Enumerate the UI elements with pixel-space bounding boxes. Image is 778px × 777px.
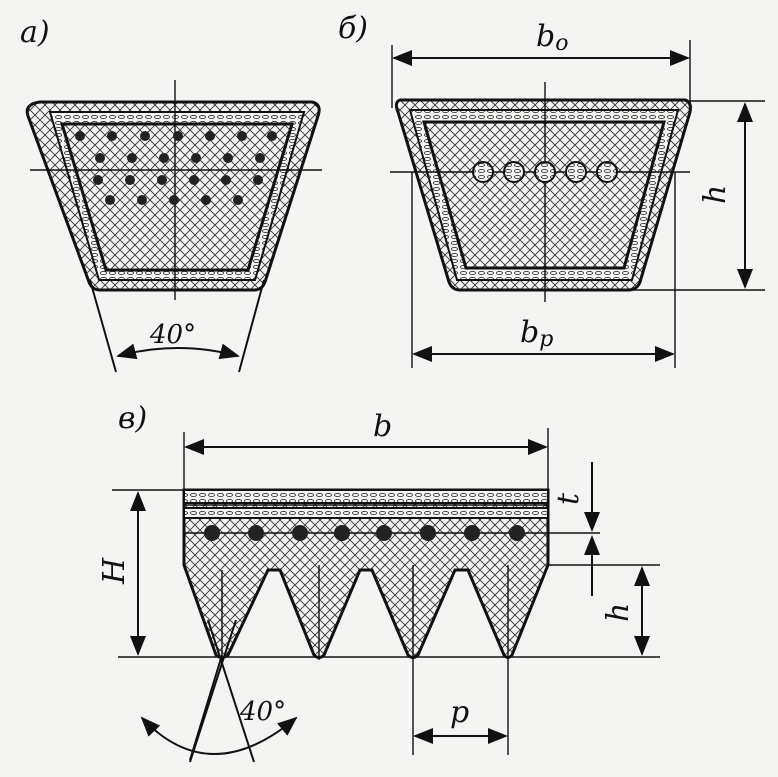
belt-a-cord-rows — [75, 131, 277, 205]
belt-v-mid-band — [183, 507, 549, 519]
angle-a-label: 40° — [149, 320, 196, 350]
section-a-classic-belt: 40° а) — [20, 15, 322, 373]
view-a-label: а) — [20, 15, 50, 50]
dim-H-label: H — [97, 557, 132, 585]
dim-p-label: p — [450, 695, 469, 730]
view-v-label: в) — [118, 401, 147, 436]
dim-b-label: b — [373, 409, 392, 444]
dim-h-b-label: h — [698, 185, 733, 204]
belt-v-cords — [204, 525, 525, 541]
section-v-ribbed-belt: b H t h p 40° в) — [97, 401, 660, 763]
dim-b0-label: bo — [536, 19, 568, 56]
belt-v-top-band — [183, 489, 549, 504]
angle-v-label: 40° — [239, 697, 286, 727]
dim-t-label: t — [551, 492, 586, 505]
dim-h-v-label: h — [601, 603, 636, 622]
belt-b-cords — [472, 161, 618, 183]
view-b-label: б) — [338, 11, 368, 46]
section-b-narrow-belt: bo bp h б) — [338, 11, 765, 368]
dim-bp-label: bp — [520, 315, 553, 352]
belt-b-core — [422, 120, 666, 270]
